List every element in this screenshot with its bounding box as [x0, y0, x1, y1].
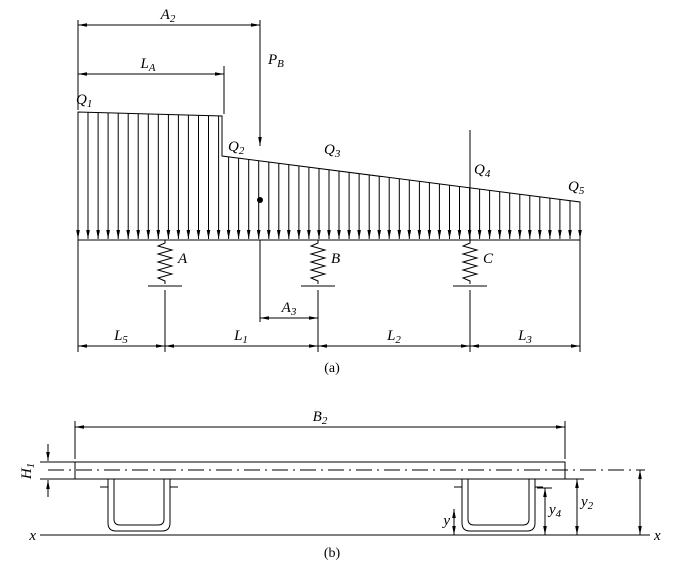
channel-section-left: [100, 479, 178, 532]
spring-coil-B: [309, 240, 327, 284]
panel-a-load-diagram: A2 LA PB Q1 Q2 Q3 Q4 Q5 A: [76, 7, 585, 376]
channel-right-outer: [461, 479, 536, 532]
label-q5: Q5: [568, 179, 585, 197]
distributed-load-arrows: [76, 112, 582, 239]
dimension-H1: H1: [19, 444, 75, 497]
label-q2: Q2: [228, 139, 245, 157]
dimension-y2: y2: [565, 478, 594, 535]
channel-right-inner: [467, 479, 530, 526]
label-LA: LA: [139, 56, 155, 74]
label-L5: L5: [113, 328, 128, 346]
label-y4: y4: [547, 502, 562, 520]
dimension-L3: L3: [470, 328, 580, 348]
label-y: y: [441, 513, 450, 529]
spring-coil-C: [461, 240, 479, 284]
channel-section-right: [454, 479, 543, 532]
panel-b-cross-section: B2 H1 x x: [19, 409, 661, 561]
dimension-A2: A2: [78, 7, 260, 27]
spring-coil-A: [156, 240, 174, 284]
label-support-B: B: [331, 251, 340, 267]
spring-support-A: A: [148, 240, 188, 287]
dimension-B2: B2: [75, 409, 565, 429]
label-A2: A2: [160, 7, 176, 25]
dimension-L2: L2: [318, 328, 470, 348]
dimension-y4: y4: [537, 487, 562, 535]
spring-support-C: C: [453, 240, 494, 287]
label-x-right: x: [653, 528, 661, 544]
label-H1: H1: [19, 463, 37, 480]
dimension-y: y: [441, 509, 456, 535]
dimension-LA: LA: [78, 56, 224, 76]
label-q4: Q4: [474, 162, 491, 180]
label-L3: L3: [517, 328, 532, 346]
label-PB: PB: [267, 52, 284, 70]
force-PB: PB: [257, 20, 284, 203]
label-L2: L2: [386, 328, 401, 346]
caption-panel-b: (b): [324, 546, 341, 561]
dimension-L5: L5: [78, 328, 165, 348]
label-support-A: A: [177, 251, 188, 267]
channel-left-outer: [107, 479, 171, 532]
dimension-L1: L1: [165, 328, 318, 348]
label-y2: y2: [579, 494, 594, 512]
label-A3: A3: [281, 300, 297, 318]
load-application-point: [257, 197, 263, 203]
top-plate: [74, 461, 566, 480]
label-x-left: x: [28, 528, 36, 544]
caption-panel-a: (a): [324, 361, 340, 376]
dimension-A3: A3: [259, 240, 318, 322]
label-q1: Q1: [76, 92, 92, 110]
label-support-C: C: [483, 251, 494, 267]
label-q3: Q3: [324, 142, 341, 160]
label-L1: L1: [233, 328, 248, 346]
channel-left-inner: [113, 479, 165, 526]
label-B2: B2: [313, 409, 328, 427]
spring-support-B: B: [301, 240, 340, 287]
